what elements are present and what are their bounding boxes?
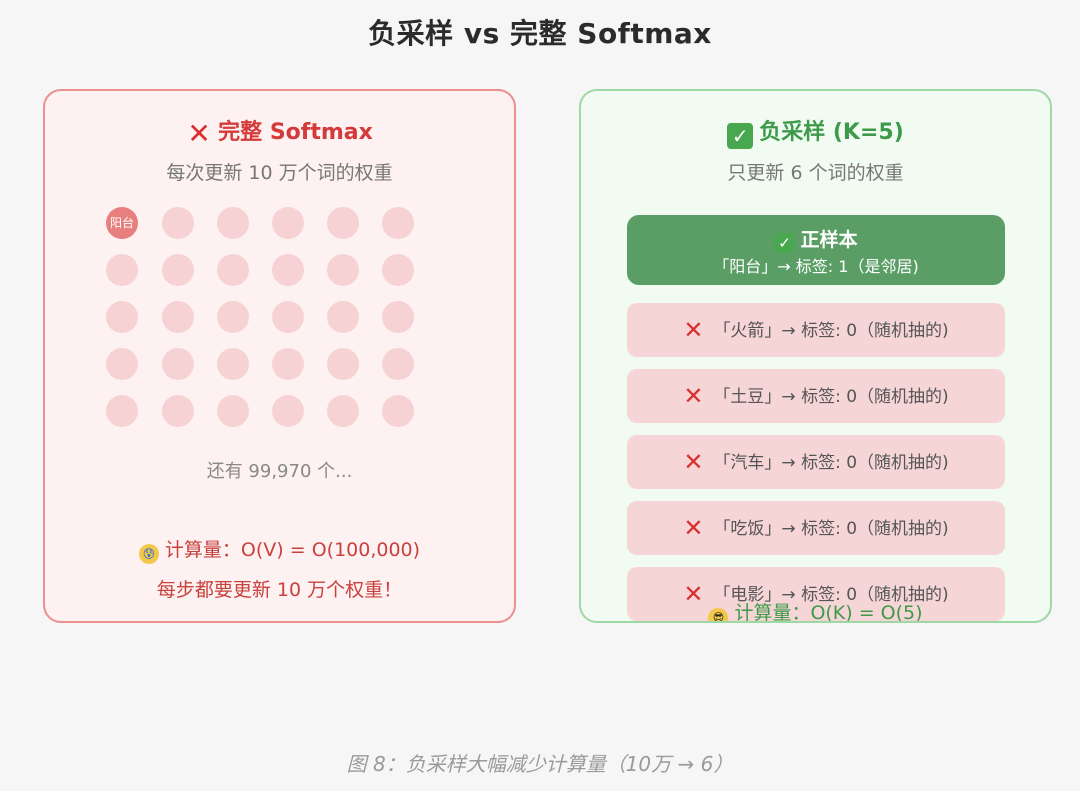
word-dot xyxy=(106,395,138,427)
word-dot xyxy=(217,395,249,427)
word-dot xyxy=(327,348,359,380)
word-dot xyxy=(382,207,414,239)
word-dot xyxy=(272,207,304,239)
checkmark-icon: ✓ xyxy=(727,123,754,149)
word-dot xyxy=(106,301,138,333)
positive-sample-title: ✓正样本 xyxy=(627,225,1005,253)
close-icon: ✕ xyxy=(683,382,704,410)
negative-sample-text: 「电影」→ 标签: 0（随机抽的) xyxy=(713,585,949,605)
close-icon: ✕ xyxy=(187,117,211,150)
word-dot xyxy=(217,348,249,380)
full-softmax-cost: 😰计算量：O(V) = O(100,000) xyxy=(45,535,514,564)
anxious-face-icon: 😰 xyxy=(138,544,159,564)
negative-sample-row: ✕ 「土豆」→ 标签: 0（随机抽的) xyxy=(627,369,1005,423)
word-dot-grid: 阳台 xyxy=(106,207,426,432)
word-dot xyxy=(162,348,194,380)
negative-sampling-cost: 😎 计算量：O(K) = O(5) xyxy=(581,598,1050,623)
word-dot xyxy=(327,254,359,286)
negative-sampling-title-text: 负采样 (K=5) xyxy=(759,120,904,145)
negative-sampling-subtitle: 只更新 6 个词的权重 xyxy=(727,162,904,184)
word-dot xyxy=(217,301,249,333)
word-dot xyxy=(327,395,359,427)
word-dot xyxy=(106,348,138,380)
full-softmax-title-text: 完整 Softmax xyxy=(218,120,373,145)
negative-sample-text: 「火箭」→ 标签: 0（随机抽的) xyxy=(713,321,949,341)
word-dot xyxy=(272,348,304,380)
negative-sample-row: ✕ 「汽车」→ 标签: 0（随机抽的) xyxy=(627,435,1005,489)
negative-sample-text: 「土豆」→ 标签: 0（随机抽的) xyxy=(713,387,949,407)
positive-sample-title-text: 正样本 xyxy=(800,229,858,251)
full-softmax-panel: ✕完整 Softmax 每次更新 10 万个词的权重 阳台 还有 xyxy=(43,89,516,623)
negative-sample-text: 「汽车」→ 标签: 0（随机抽的) xyxy=(713,453,949,473)
word-dot xyxy=(162,207,194,239)
full-softmax-cost-text: 计算量：O(V) = O(100,000) xyxy=(164,539,421,561)
negative-sample-row: ✕ 「吃饭」→ 标签: 0（随机抽的) xyxy=(627,501,1005,555)
word-dot xyxy=(327,301,359,333)
full-softmax-subtitle: 每次更新 10 万个词的权重 xyxy=(166,162,393,184)
word-dot xyxy=(106,254,138,286)
word-dot xyxy=(272,254,304,286)
word-dot xyxy=(382,254,414,286)
highlighted-word-dot: 阳台 xyxy=(106,207,138,239)
word-dot xyxy=(162,301,194,333)
full-softmax-title: ✕ 完整 Softmax xyxy=(45,114,514,150)
word-dot xyxy=(327,207,359,239)
full-softmax-warning: 每步都要更新 10 万个权重！ xyxy=(156,579,403,601)
figure-caption: 图 8：负采样大幅减少计算量（10万 → 6） xyxy=(346,752,734,776)
negative-sample-text: 「吃饭」→ 标签: 0（随机抽的) xyxy=(713,519,949,539)
word-dot xyxy=(217,207,249,239)
negative-sampling-panel: ✓负采样 (K=5) 只更新 6 个词的权重 ✓正样本 「阳台」→ 标签: 1（… xyxy=(579,89,1052,623)
word-dot xyxy=(382,348,414,380)
word-dot xyxy=(217,254,249,286)
close-icon: ✕ xyxy=(683,316,704,344)
page-title: 负采样 vs 完整 Softmax xyxy=(368,17,712,50)
negative-sample-row: ✕ 「火箭」→ 标签: 0（随机抽的) xyxy=(627,303,1005,357)
word-dot xyxy=(162,395,194,427)
close-icon: ✕ xyxy=(683,580,704,608)
word-dot xyxy=(382,301,414,333)
positive-sample-text: 「阳台」→ 标签: 1（是邻居) xyxy=(713,257,919,276)
word-dot xyxy=(382,395,414,427)
checkmark-icon: ✓ xyxy=(774,233,795,253)
sunglasses-face-icon: 😎 xyxy=(708,608,729,621)
positive-sample-box: ✓正样本 「阳台」→ 标签: 1（是邻居) xyxy=(627,215,1005,285)
word-dot xyxy=(272,395,304,427)
word-dot xyxy=(272,301,304,333)
negative-sampling-title: ✓负采样 (K=5) xyxy=(581,114,1050,149)
word-dot xyxy=(162,254,194,286)
remaining-words-text: 还有 99,970 个... xyxy=(206,461,353,482)
negative-sample-row: ✕ 「电影」→ 标签: 0（随机抽的) xyxy=(627,567,1005,621)
close-icon: ✕ xyxy=(683,448,704,476)
close-icon: ✕ xyxy=(683,514,704,542)
negative-sampling-cost-text: 计算量：O(K) = O(5) xyxy=(734,602,923,623)
